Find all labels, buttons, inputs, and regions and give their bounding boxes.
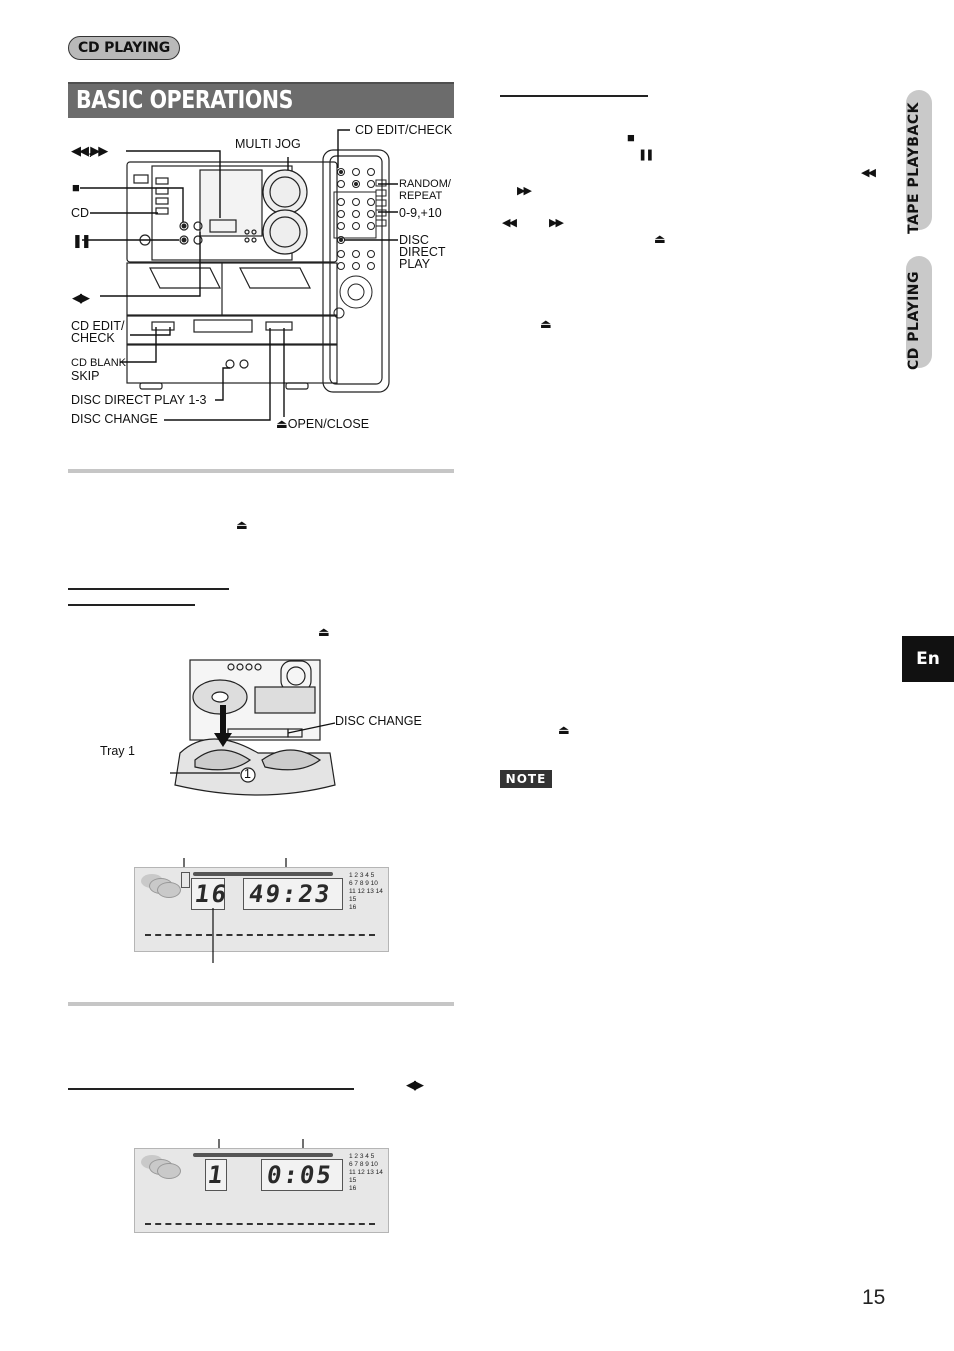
track-grid: 1 2 3 4 5 6 7 8 9 10 11 12 13 14 15 16 xyxy=(349,872,383,911)
lcd-display-2: 1 0:05 1 2 3 4 5 6 7 8 9 10 11 12 13 14 … xyxy=(134,1148,389,1233)
rew-icon: ◀◀ xyxy=(502,217,517,229)
disc-direct-play-label: DISC DIRECT PLAY 1-3 xyxy=(71,393,207,407)
eject-icon: ⏏ xyxy=(558,723,570,737)
eject-icon: ⏏ xyxy=(318,625,330,639)
level-meter xyxy=(145,1223,375,1225)
play-label: ◀▶ xyxy=(72,290,90,305)
note-label: NOTE xyxy=(500,770,552,788)
disc-direct-label-2: DIRECT xyxy=(399,245,446,259)
open-close-label: ⏏OPEN/CLOSE xyxy=(276,417,370,431)
disc-direct-label-3: PLAY xyxy=(399,257,431,271)
track-box xyxy=(205,1159,227,1191)
track-grid: 1 2 3 4 5 6 7 8 9 10 11 12 13 14 15 16 xyxy=(349,1153,383,1192)
disc-change-label: DISC CHANGE xyxy=(71,412,158,426)
cd-label: CD xyxy=(71,206,90,220)
rew-ff-label: ◀◀ ,▶▶ xyxy=(71,143,108,158)
display-bar xyxy=(193,1153,333,1157)
cd-blank-skip-1: CD BLANK xyxy=(71,357,127,369)
rew-icon: ◀◀ xyxy=(861,167,876,179)
underline xyxy=(68,1088,354,1090)
ff-icon: ▶▶ xyxy=(517,185,532,197)
display-bar xyxy=(193,872,333,876)
repeat-label: REPEAT xyxy=(399,190,443,202)
underline xyxy=(500,95,648,97)
section-divider xyxy=(68,469,454,473)
random-label: RANDOM/ xyxy=(399,178,451,190)
eject-icon: ⏏ xyxy=(236,518,248,532)
disc-icon xyxy=(157,1163,181,1179)
elapsed-time: 0:05 xyxy=(265,1161,335,1189)
underline xyxy=(68,604,195,606)
pause-icon: ❚❚ xyxy=(638,149,655,161)
multi-jog-label: MULTI JOG xyxy=(235,137,301,151)
section-divider xyxy=(68,1002,454,1006)
keys-label: 0-9,+10 xyxy=(399,206,442,220)
disc-direct-label-1: DISC xyxy=(399,233,429,247)
elapsed-time: 49:23 xyxy=(247,880,334,908)
tray-label: Tray 1 xyxy=(100,744,135,758)
track-number: 16 xyxy=(193,880,230,908)
stop-label: ■ xyxy=(72,180,80,195)
ff-icon: ▶▶ xyxy=(549,217,564,229)
pause-label: ❚❚ xyxy=(72,233,92,248)
time-box xyxy=(261,1159,343,1191)
lcd-display-1: 16 49:23 1 2 3 4 5 6 7 8 9 10 11 12 13 1… xyxy=(134,867,389,952)
tab-cd-playing-bg xyxy=(906,256,932,368)
stop-icon: ■ xyxy=(627,130,635,145)
page-number: 15 xyxy=(862,1286,886,1309)
tab-cd-playing: CD PLAYING xyxy=(906,270,922,370)
eject-icon: ⏏ xyxy=(654,232,666,246)
disc-number-box xyxy=(181,872,190,888)
tray-diagram xyxy=(170,659,336,796)
tab-tape-playback-bg xyxy=(906,90,932,230)
time-box xyxy=(243,878,343,910)
track-box xyxy=(191,878,225,910)
cd-edit-check-left-1: CD EDIT/ xyxy=(71,319,125,333)
cd-blank-skip-2: SKIP xyxy=(71,369,100,383)
page-title: BASIC OPERATIONS xyxy=(76,85,293,114)
tab-tape-playback: TAPE PLAYBACK xyxy=(906,102,922,234)
stereo-diagram xyxy=(80,129,398,421)
tray-disc-change-label: DISC CHANGE xyxy=(335,714,422,728)
title-banner: BASIC OPERATIONS xyxy=(68,82,454,118)
disc-icon xyxy=(157,882,181,898)
level-meter xyxy=(145,934,375,936)
eject-icon: ⏏ xyxy=(540,317,552,331)
underline xyxy=(68,588,229,590)
display-1-callout-bottom xyxy=(212,908,214,963)
play-icon: ◀▶ xyxy=(406,1077,424,1092)
language-tab: En xyxy=(902,636,954,682)
cd-edit-check-left-2: CHECK xyxy=(71,331,115,345)
tray-number: 1 xyxy=(244,767,251,781)
section-label: CD PLAYING xyxy=(68,36,180,60)
cd-edit-check-top-label: CD EDIT/CHECK xyxy=(355,123,453,137)
